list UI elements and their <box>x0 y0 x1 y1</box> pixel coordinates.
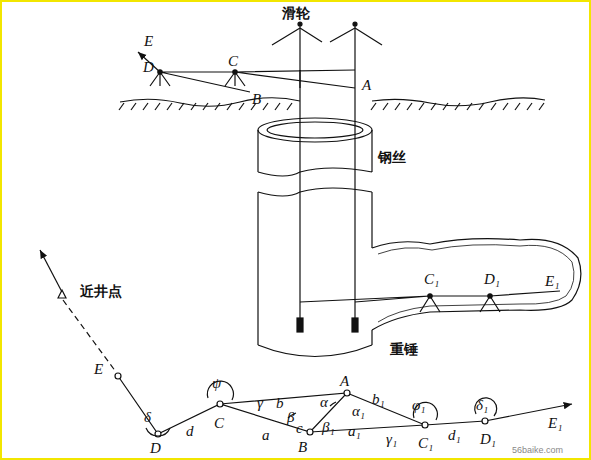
side-label: a <box>262 428 270 443</box>
angle-label: ψ <box>212 376 221 391</box>
pulley-label: 滑轮 <box>282 6 310 20</box>
near-shaft-point-label: 近井点 <box>80 284 122 298</box>
point-label: E₁ <box>545 274 559 289</box>
ground-hatch <box>443 103 448 110</box>
side-label: d₁ <box>448 428 461 443</box>
ground-hatch <box>503 103 508 110</box>
point-label: B <box>252 92 261 107</box>
ground-hatch <box>191 103 196 110</box>
point-label: D <box>150 441 161 456</box>
ground-hatch <box>239 103 244 110</box>
ground-hatch <box>467 103 472 110</box>
ground-hatch <box>275 103 280 110</box>
angle-label: δ <box>144 410 151 425</box>
ground-hatch <box>491 103 496 110</box>
weight-label: 重锤 <box>390 342 418 356</box>
watermark: 56baike.com <box>512 446 563 455</box>
ground-hatch <box>371 103 376 110</box>
side-label: a₁ <box>348 424 361 439</box>
angle-label: β₁ <box>322 420 335 435</box>
point-label: B <box>298 440 307 455</box>
ground-hatch <box>287 103 292 110</box>
ground-hatch <box>167 103 172 110</box>
ground-hatch <box>539 103 544 110</box>
ground-hatch <box>119 103 124 110</box>
side-label: b₁ <box>372 392 385 407</box>
point-label: D₁ <box>484 272 500 287</box>
ground-hatch <box>527 103 532 110</box>
ground-hatch <box>407 103 412 110</box>
angle-label: α₁ <box>352 404 365 419</box>
ground-hatch <box>383 103 388 110</box>
angle-label: γ <box>257 396 263 411</box>
point-label: A <box>362 78 371 93</box>
ground-hatch <box>215 103 220 110</box>
ground-hatch <box>479 103 484 110</box>
point-label: A <box>340 374 349 389</box>
point-label: C <box>214 416 224 431</box>
ground-hatch <box>263 103 268 110</box>
ground-hatch <box>143 103 148 110</box>
ground-hatch <box>131 103 136 110</box>
side-label: c <box>296 421 303 436</box>
side-label: b <box>276 396 284 411</box>
point-label: C <box>228 54 238 69</box>
point-label: C₁ <box>418 436 433 451</box>
ground-hatch <box>515 103 520 110</box>
point-label: C₁ <box>424 272 439 287</box>
ground-hatch <box>227 103 232 110</box>
point-label: E <box>144 34 153 49</box>
ground-hatch <box>431 103 436 110</box>
ground-hatch <box>203 103 208 110</box>
point-label: D₁ <box>480 432 496 447</box>
side-label: d <box>186 424 194 439</box>
ground-hatch <box>455 103 460 110</box>
angle-label: δ₁ <box>476 398 488 413</box>
ground-hatch <box>395 103 400 110</box>
angle-label: β <box>287 410 294 425</box>
point-label: E₁ <box>548 416 562 431</box>
ground-hatch <box>419 103 424 110</box>
angle-label: α <box>320 395 328 410</box>
wire-label: 钢丝 <box>378 150 406 164</box>
point-label: D <box>143 60 154 75</box>
point-label: E <box>94 362 103 377</box>
ground-hatch <box>155 103 160 110</box>
ground-hatch <box>179 103 184 110</box>
angle-label: γ₁ <box>386 432 397 447</box>
angle-label: φ₁ <box>412 398 426 413</box>
